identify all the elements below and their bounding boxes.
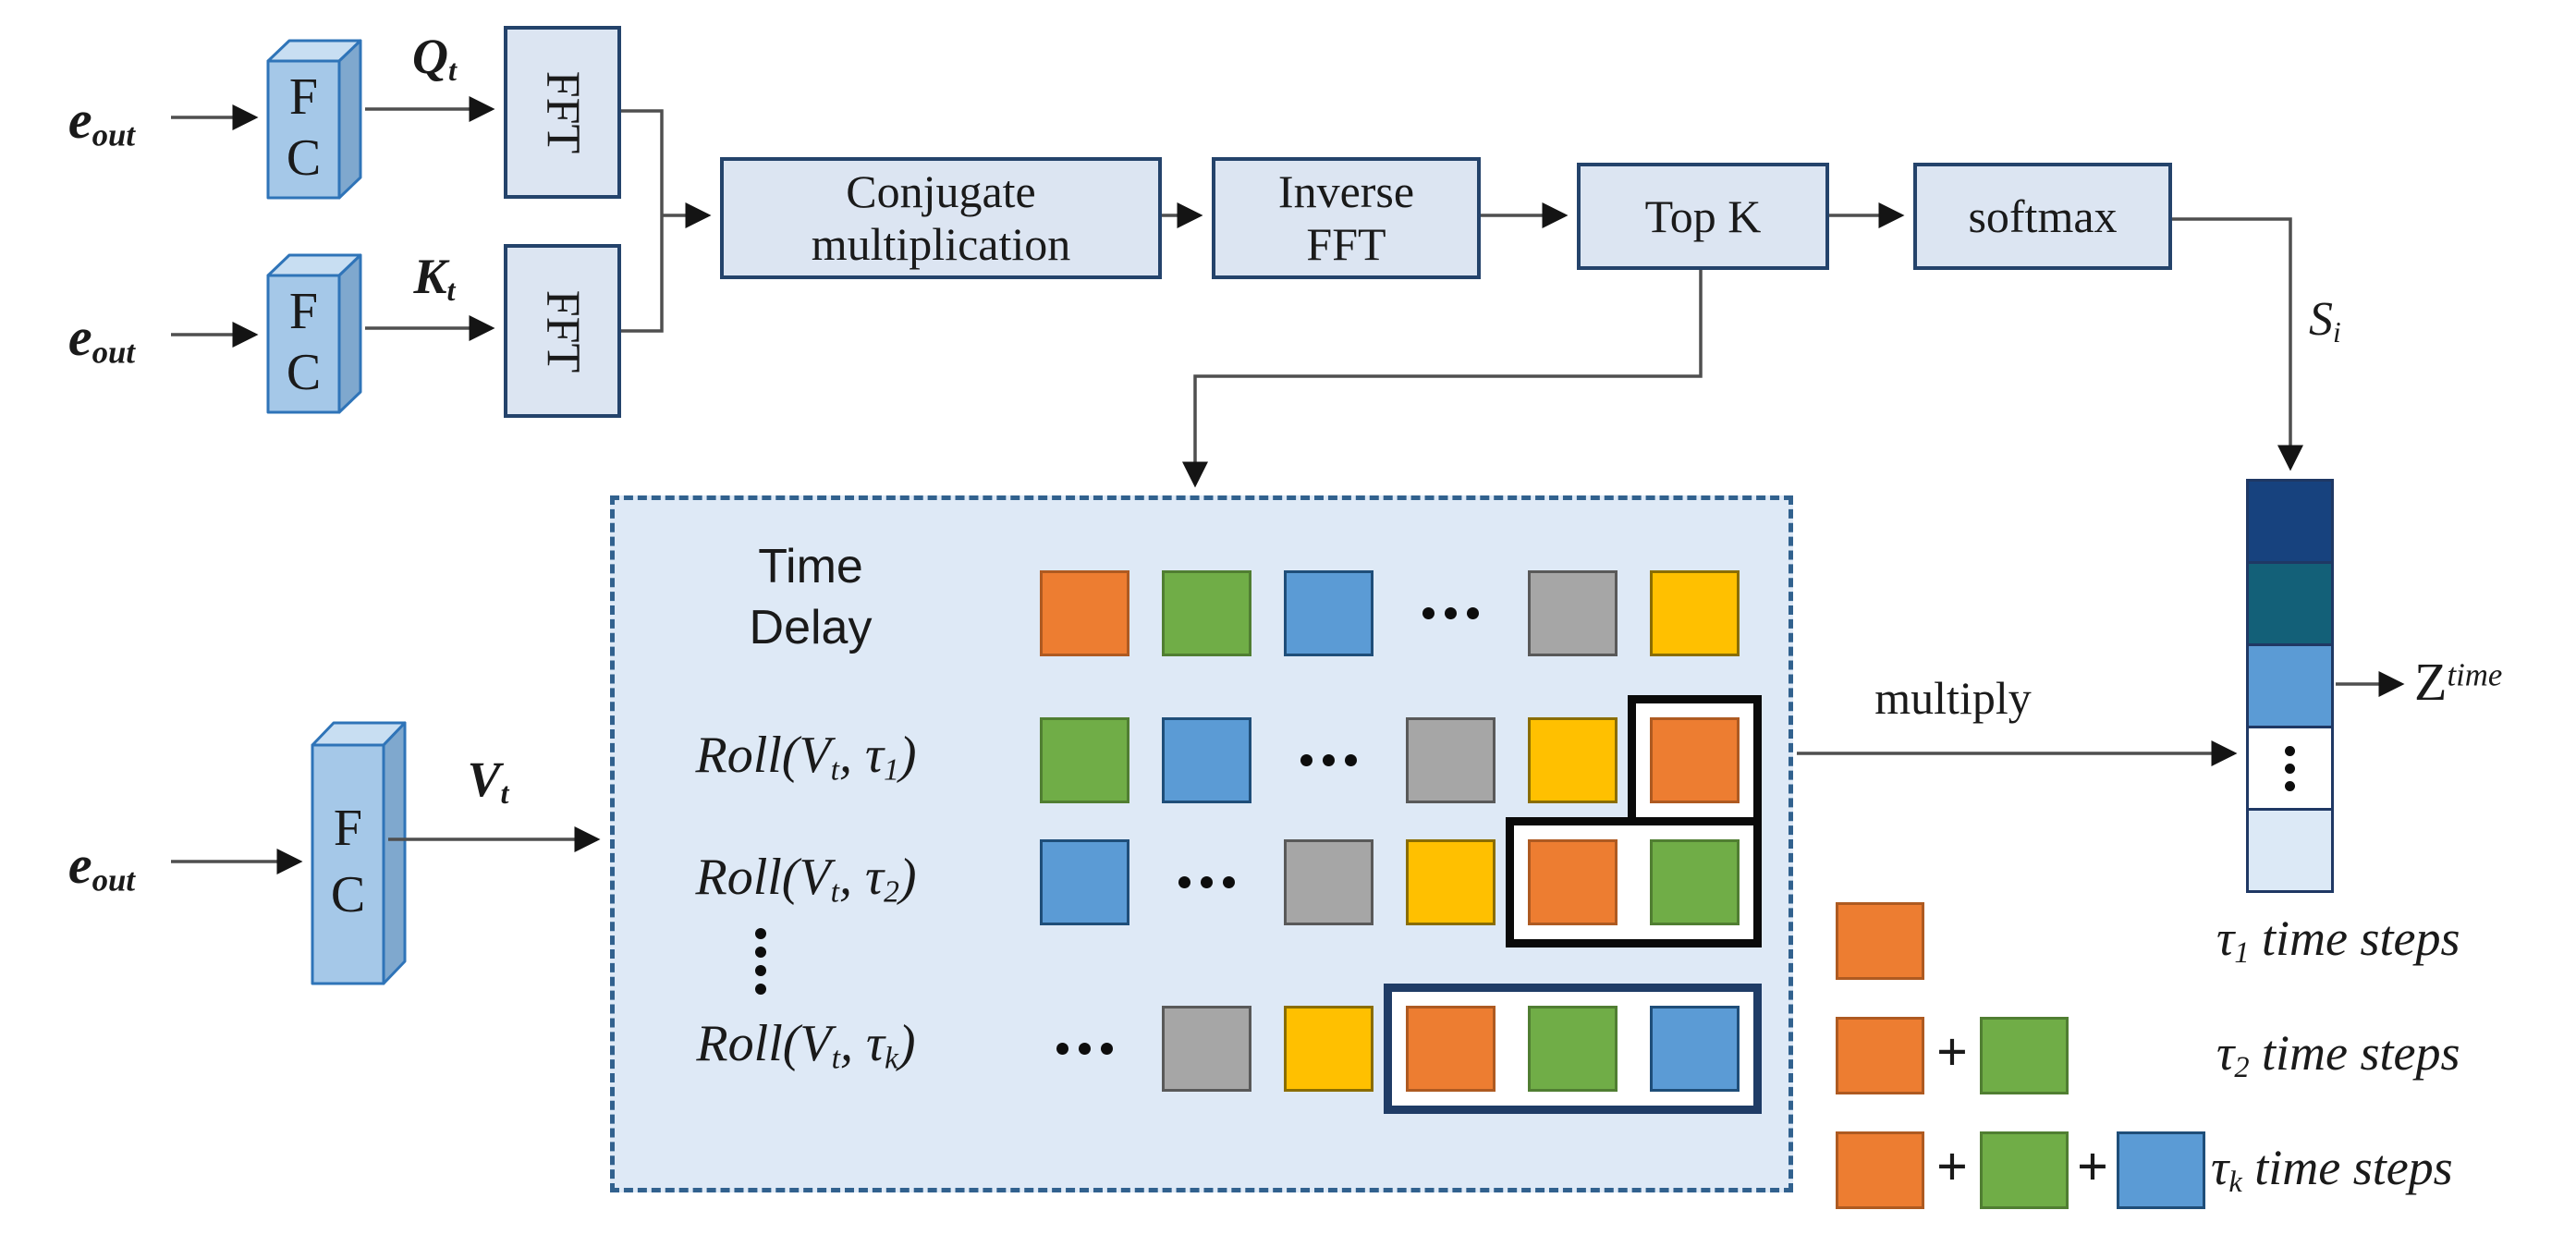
fc3-front-face	[311, 743, 385, 985]
delay-square-orange-time-delay-row-0	[1040, 570, 1129, 656]
legend-plus-row3-2: +	[2076, 1136, 2109, 1197]
ellipsis-roll-tauk-row-0	[1048, 1042, 1122, 1057]
fc1-side-face	[337, 39, 362, 200]
delay-square-yellow-roll-tauk-row-2	[1284, 1006, 1373, 1092]
delay-square-green-time-delay-row-1	[1162, 570, 1251, 656]
row-label-roll-tau1-row: Roll(Vt, τ1)	[695, 726, 917, 787]
s-i-label: Si	[2309, 293, 2341, 348]
delay-square-blue-roll-tau2-row-0	[1040, 839, 1129, 925]
ellipsis-roll-tau1-row-2	[1292, 753, 1366, 768]
multiply-label: multiply	[1874, 672, 2032, 724]
roll-rows-ellipsis	[748, 928, 774, 995]
delay-square-gray-time-delay-row-4	[1528, 570, 1618, 656]
fc1-front-face	[266, 59, 341, 200]
stack-cell-pale-4	[2246, 808, 2334, 893]
delay-square-yellow-roll-tau2-row-3	[1406, 839, 1496, 925]
stack-cell-teal-1	[2246, 561, 2334, 646]
e-out-label-key: eout	[67, 307, 136, 371]
fc2-front-face	[266, 274, 341, 414]
row-label-roll-tau2-row: Roll(Vt, τ2)	[695, 848, 917, 909]
z-time-label: Ztime	[2414, 652, 2503, 712]
k-t-label: Kt	[413, 249, 456, 309]
q-t-label: Qt	[412, 29, 457, 89]
delay-square-green-roll-tau1-row-0	[1040, 717, 1129, 803]
e-out-label-query: eout	[67, 90, 136, 153]
row-label-roll-tauk-row: Roll(Vt, τk)	[696, 1014, 916, 1075]
v-t-label: Vt	[467, 752, 509, 812]
delay-square-blue-roll-tau1-row-1	[1162, 717, 1251, 803]
fc2-side-face	[337, 253, 362, 414]
legend-plus-row3-1: +	[1935, 1136, 1969, 1197]
e-out-label-value: eout	[67, 835, 136, 899]
delay-square-blue-roll-tauk-row-5	[1650, 1006, 1740, 1092]
delay-square-orange-roll-tauk-row-3	[1406, 1006, 1496, 1092]
softmax-box: softmax	[1913, 163, 2172, 270]
delay-square-gray-roll-tauk-row-1	[1162, 1006, 1251, 1092]
legend-square-orange-row3	[1836, 1131, 1924, 1209]
delay-square-orange-roll-tau1-row-5	[1650, 717, 1740, 803]
fc3-side-face	[382, 721, 407, 985]
delay-square-gray-roll-tau1-row-3	[1406, 717, 1496, 803]
delay-square-yellow-time-delay-row-5	[1650, 570, 1740, 656]
legend-square-green-row3	[1980, 1131, 2069, 1209]
delay-square-blue-time-delay-row-2	[1284, 570, 1373, 656]
legend-label-row2: τ2 time steps	[2216, 1025, 2460, 1085]
legend-plus-row2-1: +	[1935, 1021, 1969, 1082]
legend-square-orange-row2	[1836, 1017, 1924, 1094]
ellipsis-roll-tau2-row-1	[1170, 875, 1244, 890]
stack-ellipsis	[2249, 728, 2331, 808]
delay-square-green-roll-tauk-row-4	[1528, 1006, 1618, 1092]
stack-cell-navy-0	[2246, 479, 2334, 564]
delay-square-orange-roll-tau2-row-4	[1528, 839, 1618, 925]
ellipsis-time-delay-row-3	[1414, 606, 1488, 621]
fft-box-query: FFT	[504, 26, 621, 199]
legend-label-row3: τk time steps	[2211, 1140, 2453, 1200]
legend-square-orange-row1	[1836, 902, 1924, 980]
stack-cell-dots-3	[2246, 726, 2334, 811]
legend-square-blue-row3	[2117, 1131, 2205, 1209]
legend-square-green-row2	[1980, 1017, 2069, 1094]
delay-square-green-roll-tau2-row-5	[1650, 839, 1740, 925]
top-k-box: Top K	[1577, 163, 1829, 270]
delay-square-gray-roll-tau2-row-2	[1284, 839, 1373, 925]
stack-cell-mid-2	[2246, 643, 2334, 728]
legend-label-row1: τ1 time steps	[2216, 911, 2460, 971]
delay-square-yellow-roll-tau1-row-4	[1528, 717, 1618, 803]
fft-box-key: FFT	[504, 244, 621, 418]
